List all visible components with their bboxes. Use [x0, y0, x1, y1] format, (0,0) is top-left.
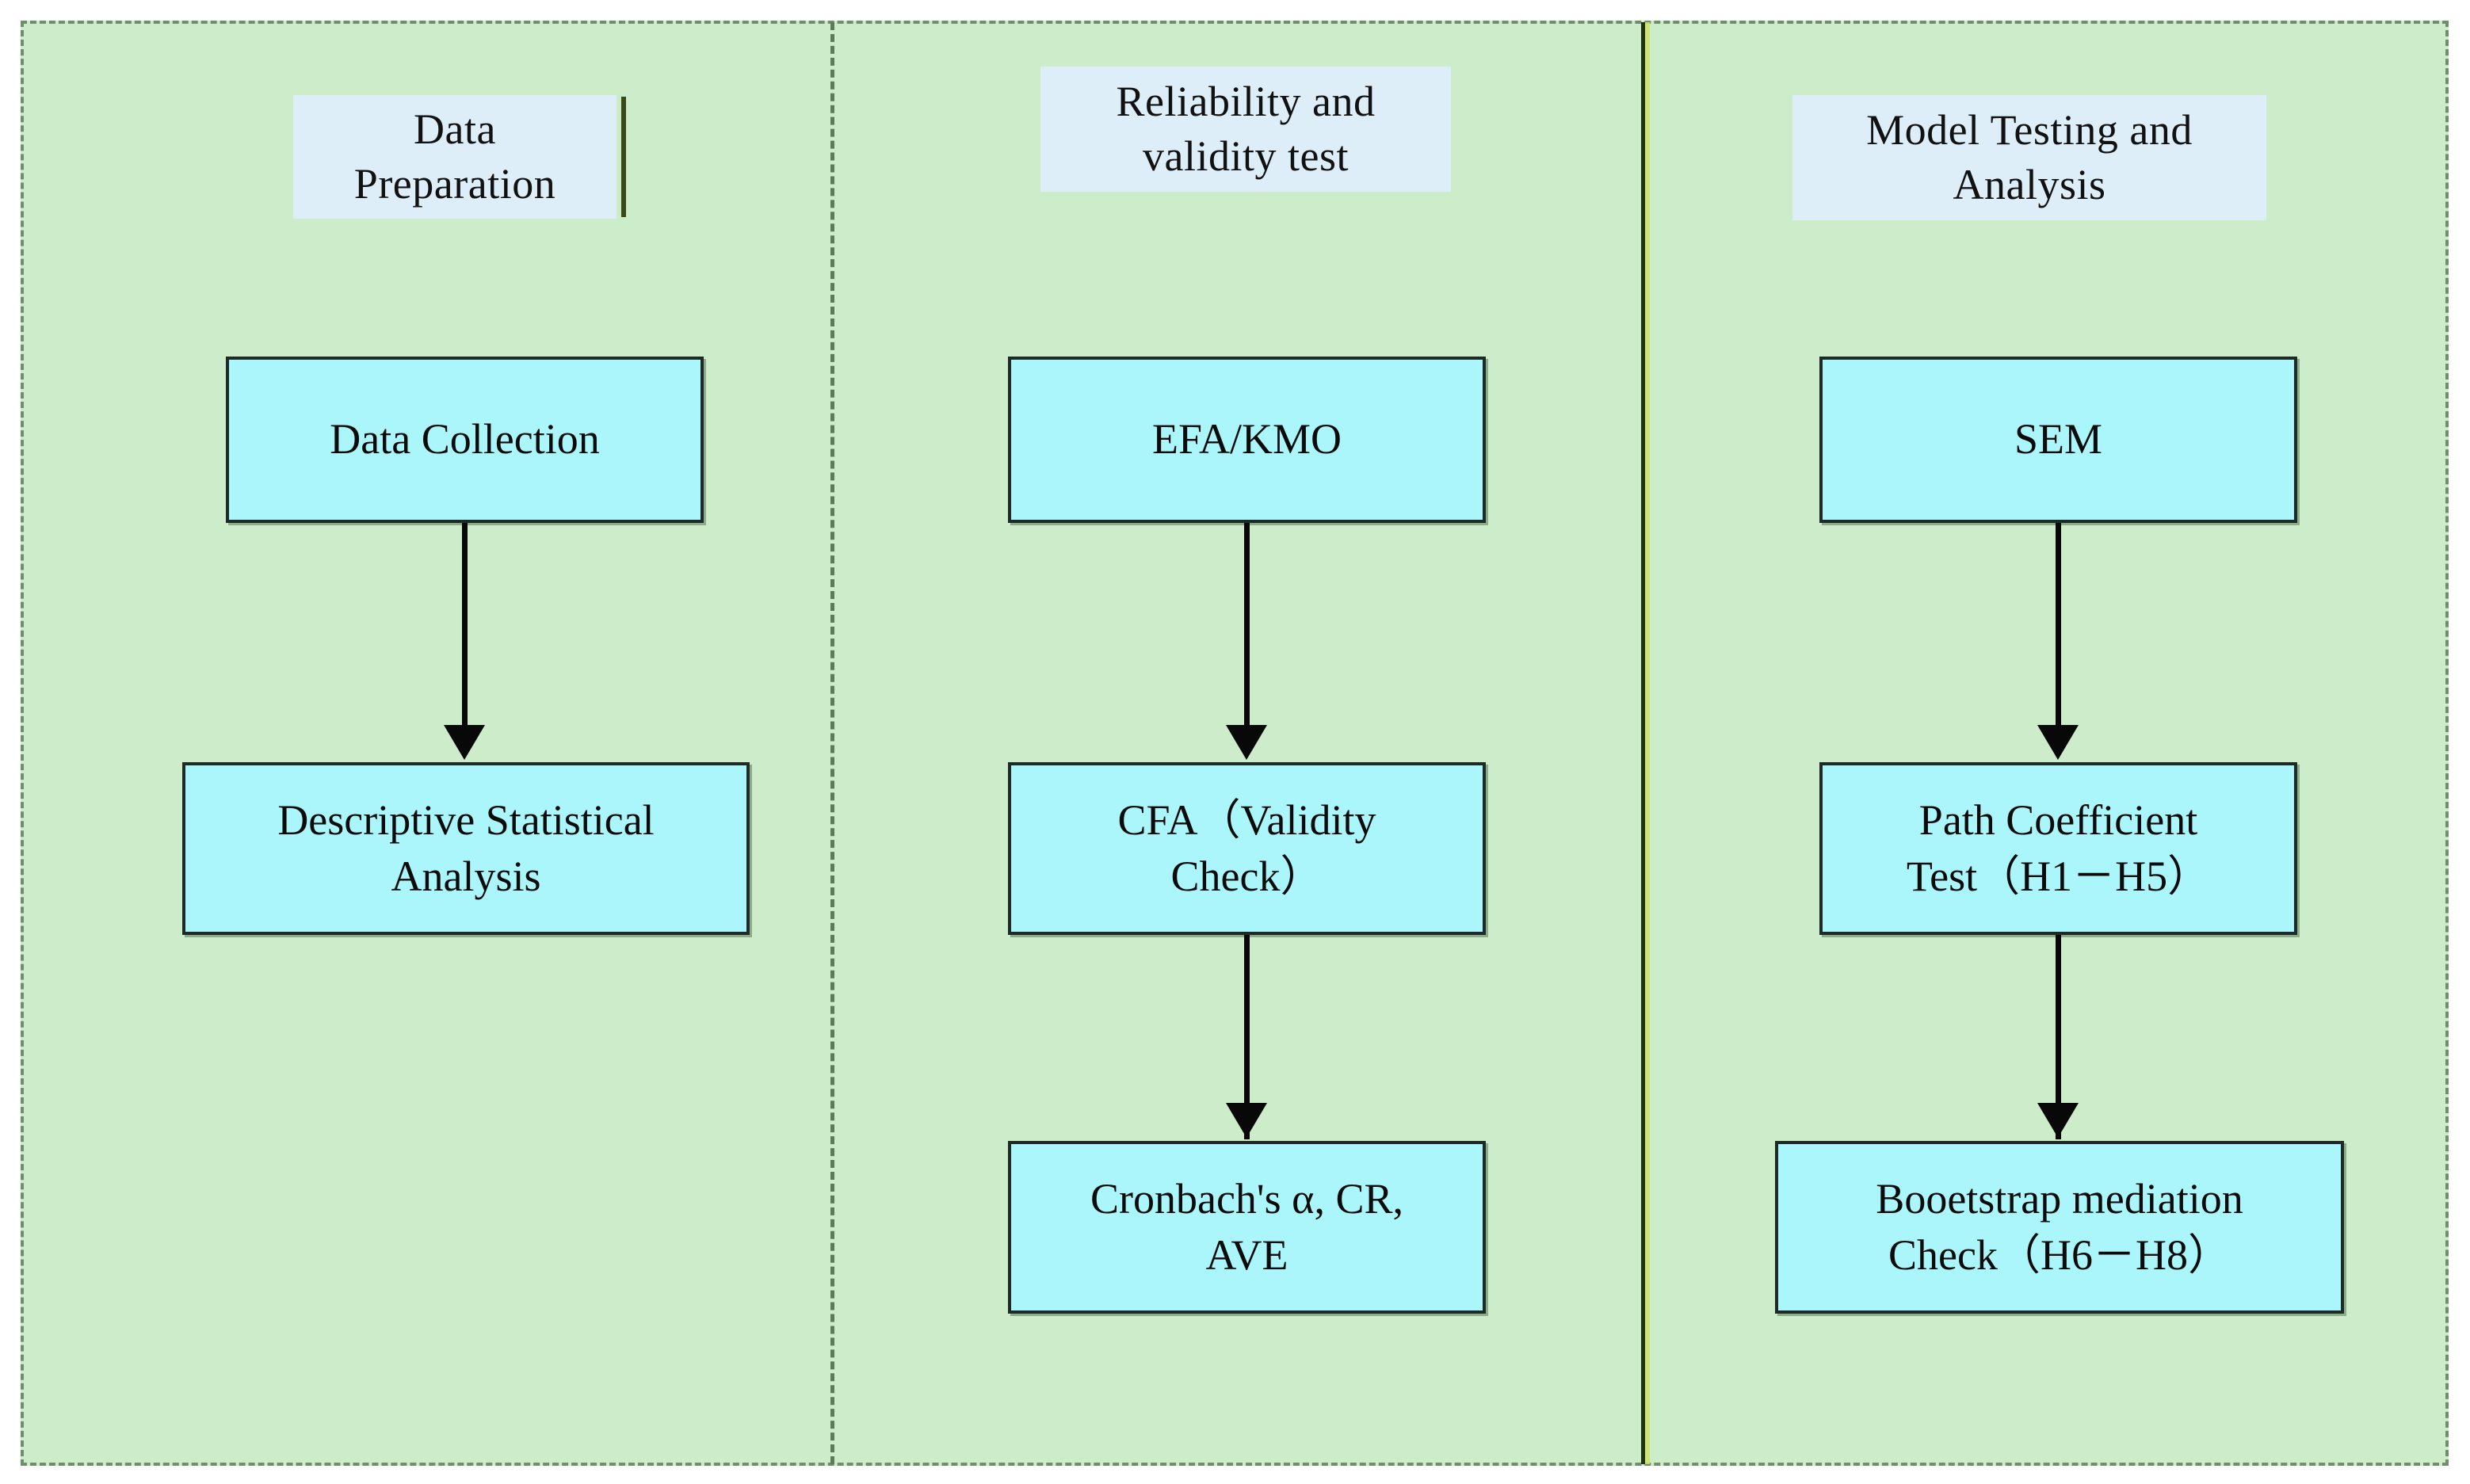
arrow-head-efa-to-cfa [1226, 725, 1267, 760]
box-cfa-validity-check[interactable]: CFA（Validity Check） [1008, 762, 1486, 935]
arrow-line-efa-to-cfa [1244, 523, 1250, 745]
column-divider-1 [830, 22, 834, 1464]
box-data-collection[interactable]: Data Collection [226, 357, 704, 523]
box-path-coefficient-test[interactable]: Path Coefficient Test（H1－H5） [1819, 762, 2297, 935]
arrow-line-data-collection-to-descriptive [462, 523, 468, 745]
box-efa-kmo[interactable]: EFA/KMO [1008, 357, 1486, 523]
box-bootstrap-mediation-check[interactable]: Booetstrap mediation Check（H6－H8） [1775, 1141, 2344, 1314]
box-cronbach-cr-ave[interactable]: Cronbach's α, CR, AVE [1008, 1141, 1486, 1314]
arrow-head-sem-to-path-coefficient [2037, 725, 2079, 760]
arrow-head-path-coefficient-to-bootstrap [2037, 1103, 2079, 1138]
figure-border-right [2445, 21, 2449, 1466]
column-header-model-testing-and-analysis: Model Testing and Analysis [1792, 95, 2266, 220]
arrow-line-path-coefficient-to-bootstrap [2056, 935, 2061, 1139]
box-descriptive-statistical-analysis[interactable]: Descriptive Statistical Analysis [182, 762, 750, 935]
column-header-data-preparation: Data Preparation [293, 95, 617, 219]
column-divider-2 [1641, 22, 1645, 1464]
column-divider-2-glow [1645, 22, 1650, 1464]
arrow-line-sem-to-path-coefficient [2056, 523, 2061, 745]
column-header-reliability-validity-test: Reliability and validity test [1040, 67, 1451, 192]
arrow-head-data-collection-to-descriptive [444, 725, 485, 760]
column-header-tick-1 [621, 97, 626, 217]
arrow-head-cfa-to-cronbach [1226, 1103, 1267, 1138]
figure-border-bottom [21, 1463, 2449, 1466]
box-sem[interactable]: SEM [1819, 357, 2297, 523]
arrow-line-cfa-to-cronbach [1244, 935, 1250, 1139]
